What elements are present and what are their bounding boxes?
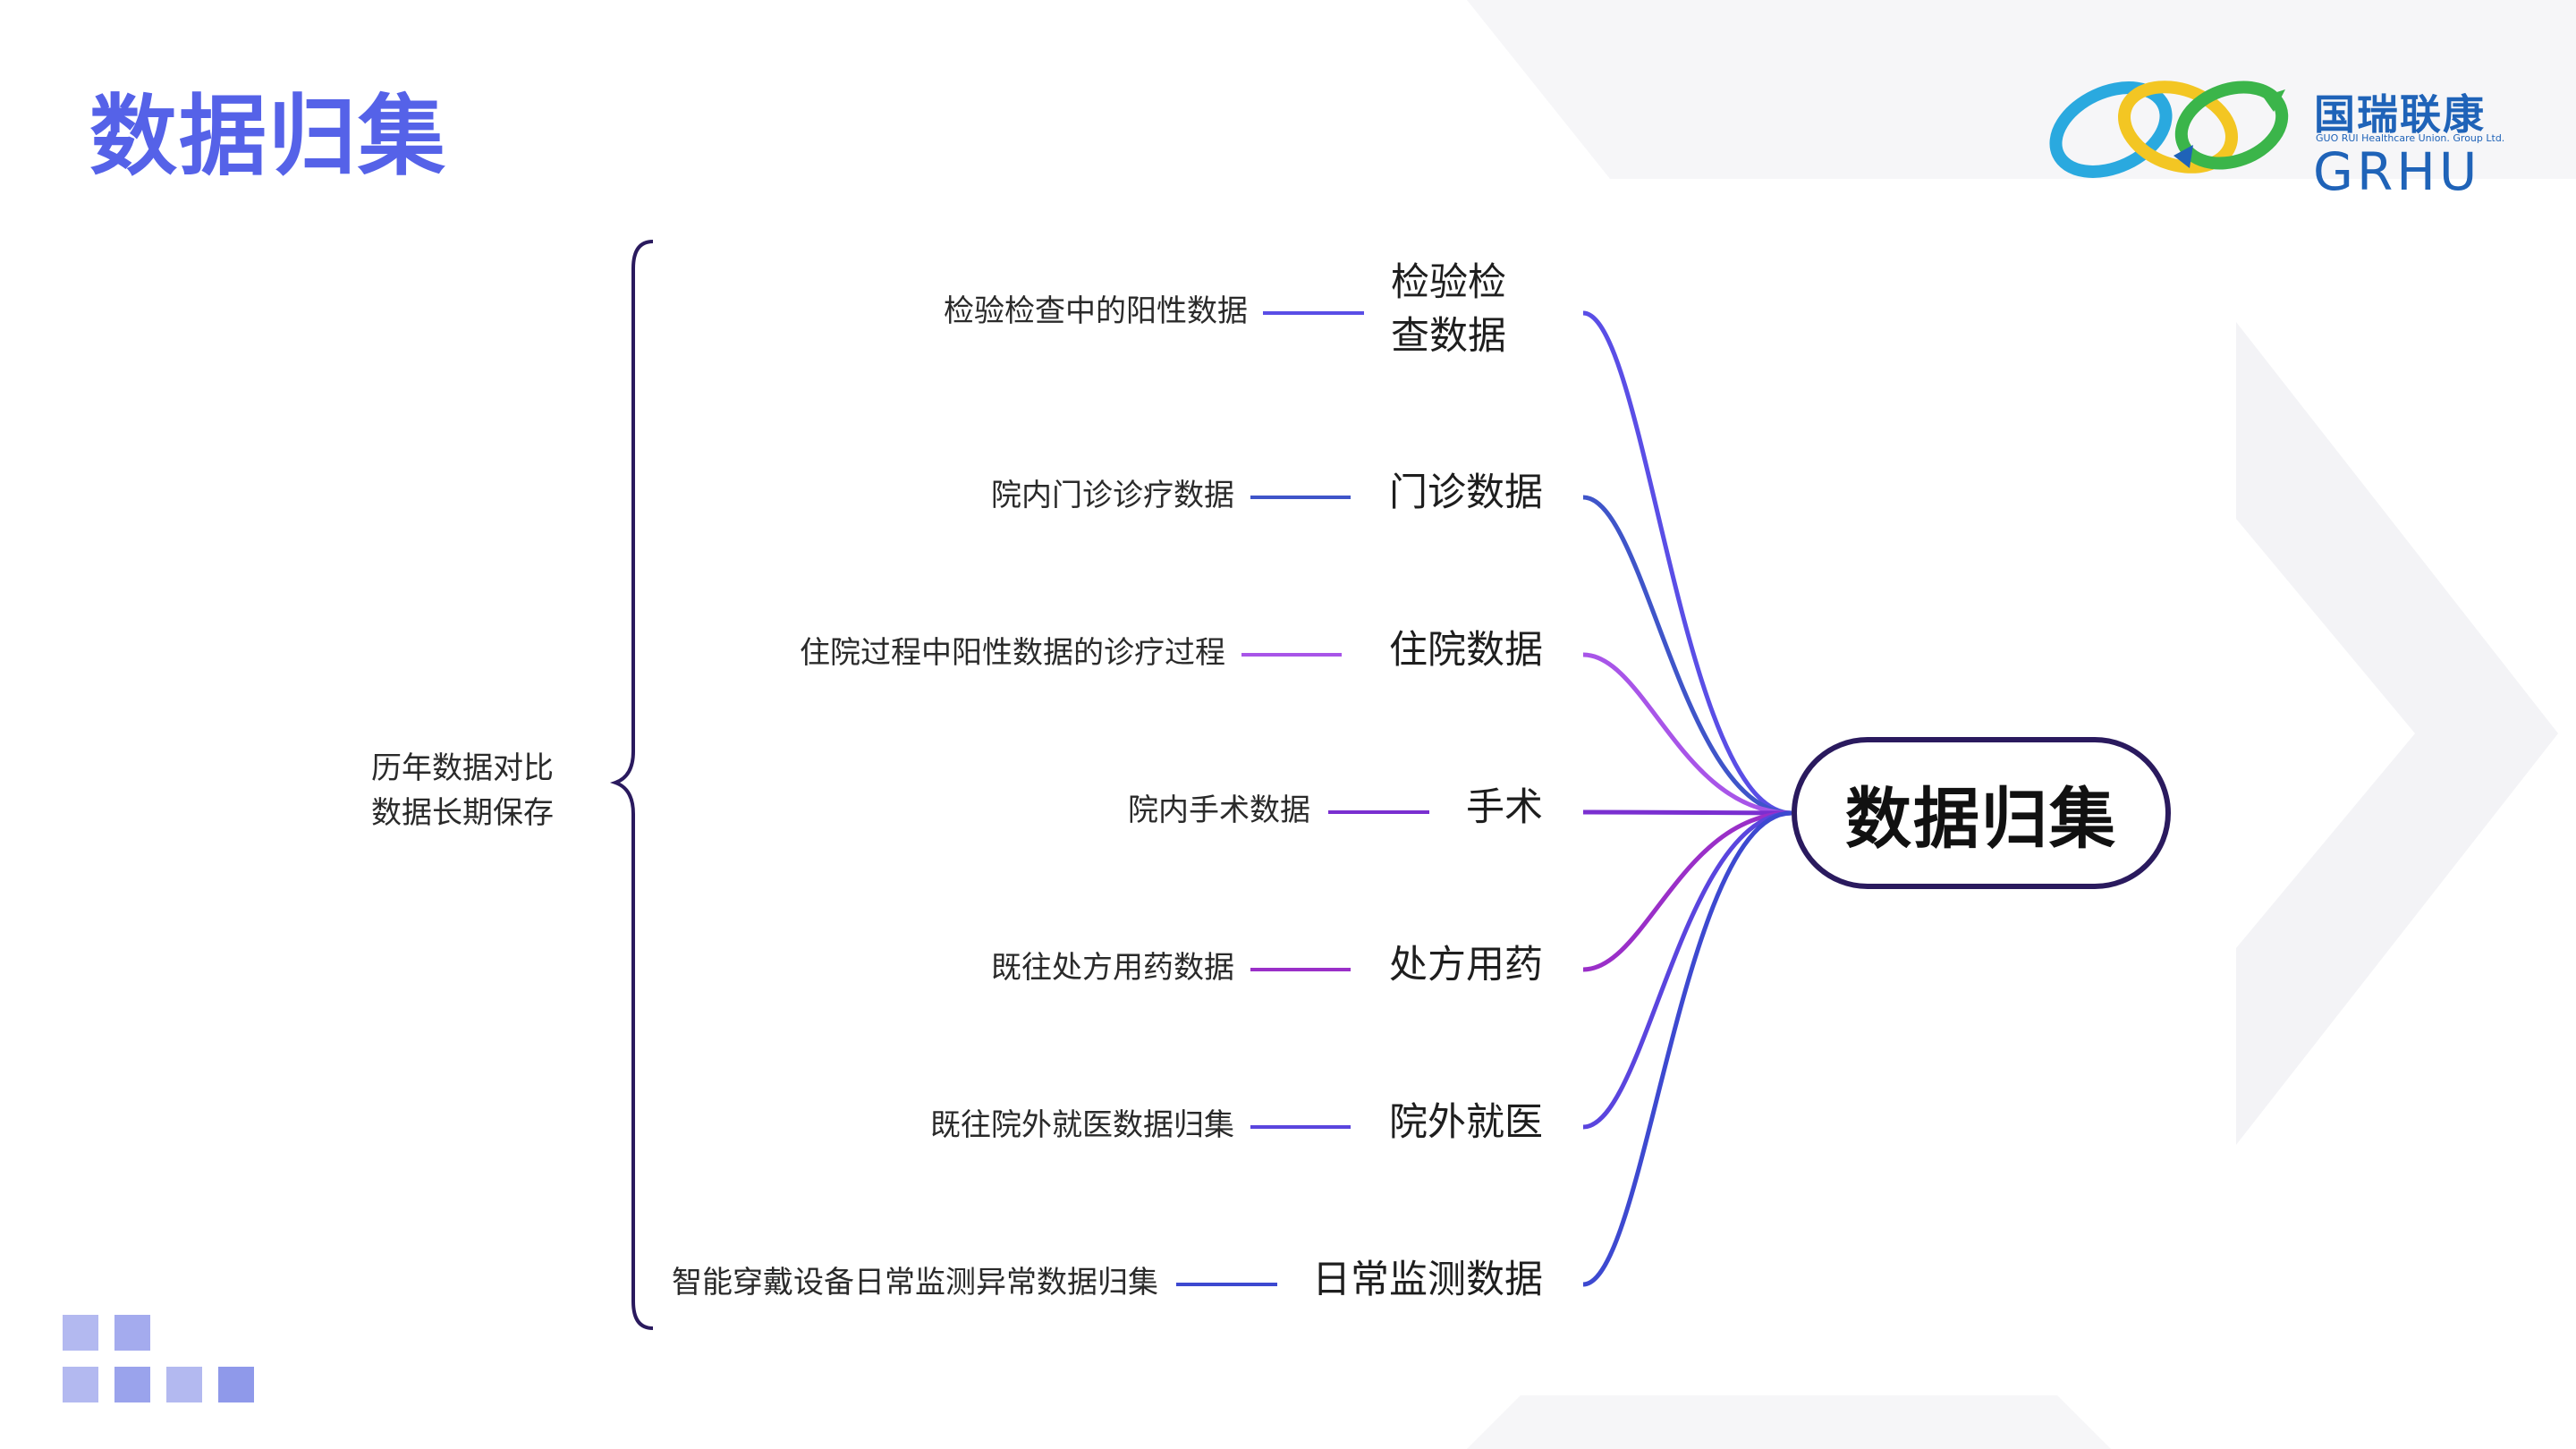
branch-curve-1 — [1582, 495, 1792, 816]
branch-curve-4 — [1582, 810, 1792, 972]
branch-curve-5 — [1582, 810, 1792, 1130]
branch-detail-external-care: 既往院外就医数据归集 — [930, 1107, 1234, 1143]
branch-detail-lab-exam: 检验检查中的阳性数据 — [944, 293, 1248, 329]
branch-label-external-care: 院外就医 — [1389, 1100, 1543, 1145]
branch-curve-2 — [1582, 652, 1792, 816]
branch-detail-prescription: 既往处方用药数据 — [991, 950, 1234, 986]
branch-label-inpatient: 住院数据 — [1389, 628, 1543, 673]
branch-label-lab-exam-line-1: 检验检 — [1391, 260, 1506, 305]
branch-detail-daily-monitoring: 智能穿戴设备日常监测异常数据归集 — [672, 1265, 1158, 1301]
branch-curve-3 — [1582, 809, 1792, 816]
left-summary-line-2: 数据长期保存 — [371, 795, 554, 831]
left-summary-line-1: 历年数据对比 — [371, 750, 554, 786]
branch-label-outpatient: 门诊数据 — [1389, 470, 1543, 515]
branch-label-prescription: 处方用药 — [1389, 943, 1543, 987]
branch-curve-6 — [1582, 810, 1792, 1287]
branch-detail-outpatient: 院内门诊诊疗数据 — [991, 478, 1234, 513]
bg-shape-top — [1467, 0, 2576, 179]
branch-label-daily-monitoring: 日常监测数据 — [1312, 1258, 1543, 1302]
branch-detail-inpatient: 住院过程中阳性数据的诊疗过程 — [800, 635, 1225, 671]
logo-icon — [2049, 80, 2289, 178]
branch-curve-0 — [1582, 310, 1792, 816]
left-summary-label: 历年数据对比 数据长期保存 — [371, 746, 554, 835]
branch-label-surgery: 手术 — [1466, 785, 1543, 830]
bg-shape-bottom — [1467, 1395, 2111, 1449]
left-brace — [609, 240, 654, 1330]
decor-squares — [63, 1315, 254, 1402]
branch-detail-surgery: 院内手术数据 — [1128, 792, 1310, 828]
center-node: 数据归集 — [1792, 737, 2171, 889]
page-title: 数据归集 — [89, 86, 448, 188]
bg-shape-right-chevron — [2236, 322, 2558, 1145]
branch-label-lab-exam-line-2: 查数据 — [1391, 314, 1506, 359]
logo-subtitle: GUO RUI Healthcare Union. Group Ltd. — [2316, 132, 2505, 144]
logo-english: GRHU — [2313, 141, 2481, 202]
logo-name: 国瑞联康 — [2314, 90, 2486, 139]
branch-label-lab-exam: 检验检 查数据 — [1391, 256, 1506, 363]
